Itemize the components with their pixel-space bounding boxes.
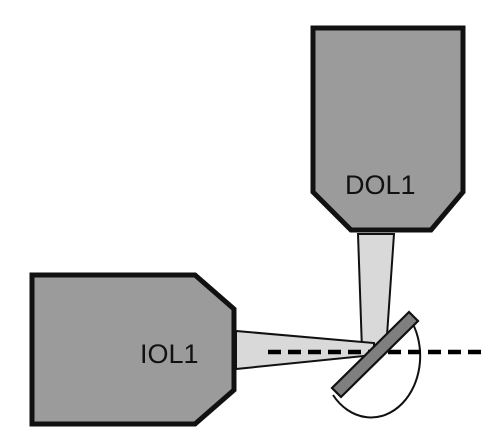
mirror	[330, 310, 420, 399]
detection-objective	[310, 25, 466, 233]
illumination-objective	[29, 272, 237, 427]
sample-chamber	[332, 316, 422, 419]
detection-objective-label: DOL1	[345, 170, 416, 200]
illumination-objective-label: IOL1	[140, 339, 199, 369]
